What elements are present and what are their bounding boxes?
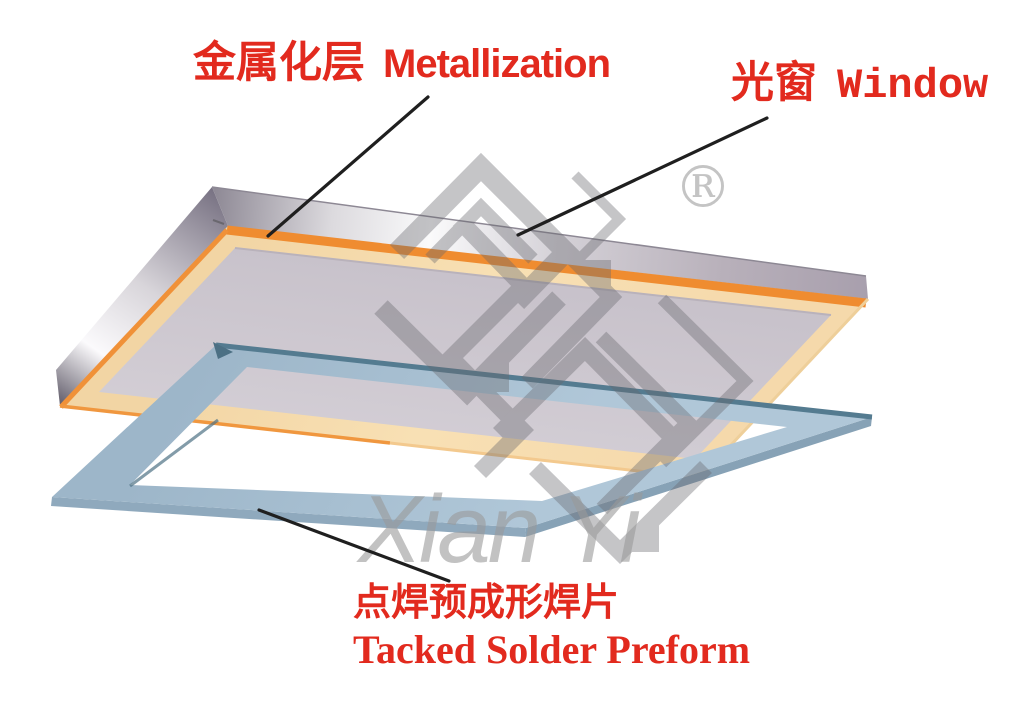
logo-chevron bbox=[374, 291, 566, 406]
solder-preform-corner-cap bbox=[213, 342, 233, 359]
label-solder-preform-en: Tacked Solder Preform bbox=[353, 627, 751, 672]
solder-preform-front-right-lip bbox=[525, 417, 872, 537]
label-window: 光窗 Window bbox=[731, 59, 989, 110]
solder-preform-inner-edge-shadow bbox=[129, 418, 219, 488]
metallization-orange-left-edge bbox=[59, 228, 229, 409]
leader-line-window bbox=[516, 116, 769, 237]
solder-preform-back-edge bbox=[215, 342, 873, 420]
window-plate-back-edge-face bbox=[212, 187, 868, 299]
logo-chevron bbox=[425, 197, 538, 264]
window-underside-inner-shadow bbox=[234, 247, 832, 316]
logo-wedge bbox=[467, 351, 509, 392]
leader-line-solder-preform bbox=[257, 508, 451, 583]
label-metallization-zh: 金属化层 bbox=[193, 39, 365, 87]
label-metallization-en: Metallization bbox=[383, 42, 611, 86]
window-plate-left-edge-face bbox=[56, 187, 228, 406]
logo-chevron bbox=[529, 460, 712, 564]
solder-preform-frame bbox=[51, 342, 873, 537]
logo-wedge bbox=[620, 513, 659, 552]
leader-line-metallization bbox=[266, 95, 430, 238]
logo-chevron bbox=[521, 207, 623, 389]
plate-surface-mark bbox=[212, 219, 225, 225]
logo-chevron bbox=[389, 152, 581, 309]
label-metallization: 金属化层 Metallization bbox=[193, 39, 611, 87]
label-window-zh: 光窗 bbox=[731, 59, 817, 107]
logo-chevron bbox=[595, 331, 699, 515]
logo-chevron bbox=[657, 294, 754, 468]
solder-preform-ring bbox=[52, 345, 872, 528]
metallization-orange-stripe bbox=[226, 225, 867, 308]
logo-wedge bbox=[574, 260, 611, 297]
solder-preform-front-left-lip bbox=[51, 497, 526, 537]
watermark-logo bbox=[374, 152, 754, 564]
logo-chevron bbox=[571, 171, 627, 267]
leader-lines bbox=[257, 95, 769, 583]
logo-chevron bbox=[493, 336, 676, 441]
window-plate-top-outline bbox=[211, 186, 867, 277]
watermark-brand-text: Xian Yi bbox=[356, 476, 643, 583]
registered-trademark-icon: ® bbox=[674, 153, 732, 221]
label-solder-preform-zh: 点焊预成形焊片 bbox=[353, 582, 620, 624]
logo-chevron bbox=[439, 214, 535, 479]
label-window-en: Window bbox=[837, 62, 989, 110]
metallization-orange-front-edge bbox=[59, 404, 391, 445]
